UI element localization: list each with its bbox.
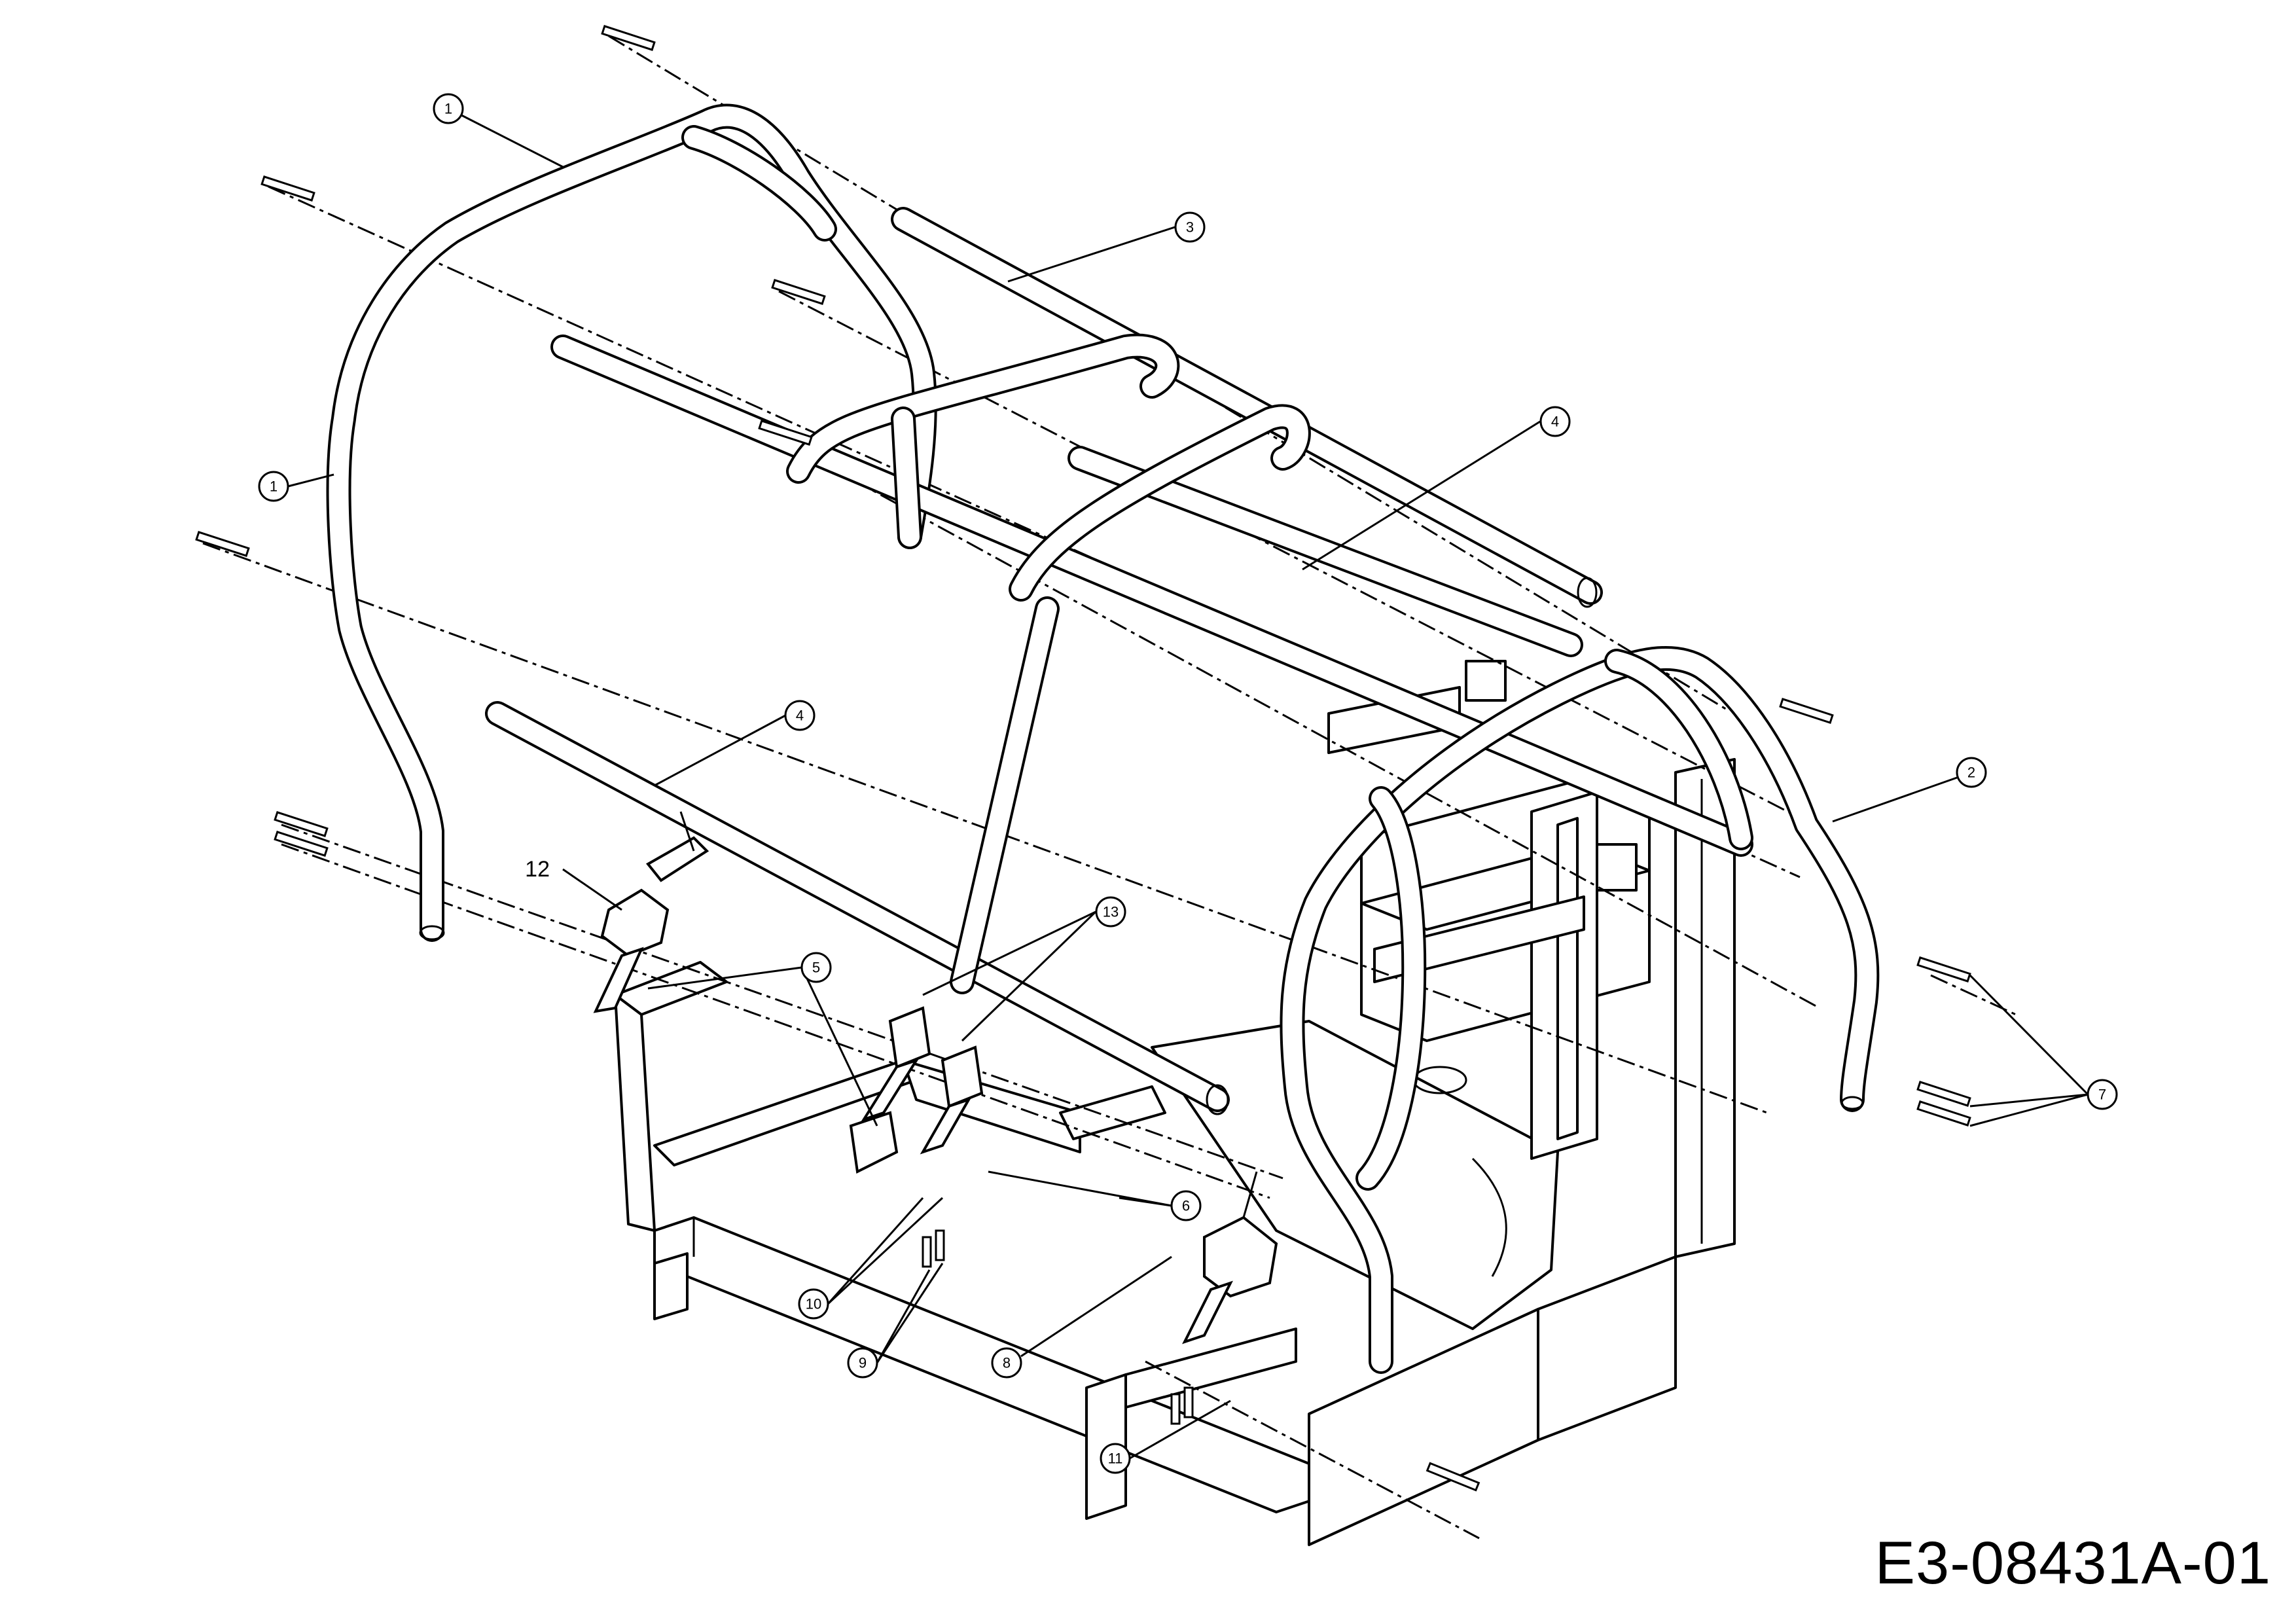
callout-label: 11 (1108, 1451, 1123, 1467)
drawing-number: E3-08431A-01 (1874, 1530, 2271, 1597)
callout-label: 8 (1003, 1355, 1011, 1371)
front-roll-bar-hoop (1280, 645, 1880, 1374)
middle-cage-arches (786, 333, 1311, 994)
bolt-mid-1 (771, 279, 826, 305)
callout-label: 3 (1186, 219, 1194, 236)
bolt-top-1 (601, 25, 656, 51)
chassis-frame (614, 660, 1736, 1546)
callout-label: 1 (270, 478, 278, 495)
side-tube-right (1067, 446, 1583, 657)
callout-label: 4 (796, 708, 804, 724)
callout-7: 7 (2087, 1079, 2118, 1110)
bolt-lower-2 (935, 1229, 945, 1261)
bolt-right-4 (1916, 1100, 1971, 1127)
callout-label: 10 (806, 1296, 821, 1312)
callout-9: 9 (847, 1347, 878, 1379)
leader-lines (287, 114, 2089, 1460)
mounting-bolts (195, 25, 1971, 1492)
assembly-center-lines (202, 35, 2017, 1540)
bolt-mid-2 (758, 420, 813, 446)
callout-13: 13 (1095, 896, 1126, 928)
callout-1-left: 1 (258, 471, 289, 502)
callout-label: 5 (812, 960, 820, 976)
callout-label: 1 (444, 101, 452, 117)
bolt-front-1 (1426, 1462, 1480, 1492)
callout-4-lower: 4 (784, 700, 816, 731)
callout-11: 11 (1100, 1443, 1131, 1474)
bolt-lower-3 (1170, 1393, 1181, 1425)
callout-10: 10 (798, 1288, 829, 1320)
callout-6: 6 (1170, 1190, 1202, 1221)
side-tube-upper (891, 207, 1603, 608)
bolt-lower-4 (1183, 1386, 1194, 1418)
callout-3: 3 (1174, 211, 1206, 243)
callout-4-upper: 4 (1539, 406, 1571, 437)
callout-2: 2 (1956, 757, 1987, 788)
plain-label: 12 (525, 857, 550, 882)
callout-label: 6 (1182, 1198, 1190, 1214)
callout-5: 5 (800, 952, 832, 983)
bolt-left-1 (195, 531, 250, 557)
callout-label: 13 (1103, 904, 1119, 920)
side-tube-middle (550, 334, 1753, 857)
callout-8: 8 (991, 1347, 1022, 1379)
bolt-right-2 (1916, 956, 1971, 983)
bolt-right-3 (1916, 1081, 1971, 1107)
seat-belt-buckle-pair (849, 1006, 984, 1174)
seat-belt-retractor-right (1182, 1171, 1278, 1344)
bolt-lower-1 (922, 1236, 932, 1268)
bolt-right-1 (1779, 698, 1834, 724)
bolt-left-2 (274, 811, 329, 837)
bolt-left-3 (274, 831, 329, 857)
side-tube-lower (485, 701, 1230, 1115)
callout-label: 4 (1551, 414, 1559, 430)
callout-label: 2 (1967, 765, 1975, 781)
bolt-top-2 (260, 175, 315, 202)
rear-roll-bar-hoop (326, 103, 937, 942)
callout-label: 7 (2098, 1087, 2106, 1103)
callout-label: 9 (859, 1355, 867, 1371)
label-12: 12 (525, 857, 550, 882)
callout-1-top: 1 (433, 93, 464, 124)
